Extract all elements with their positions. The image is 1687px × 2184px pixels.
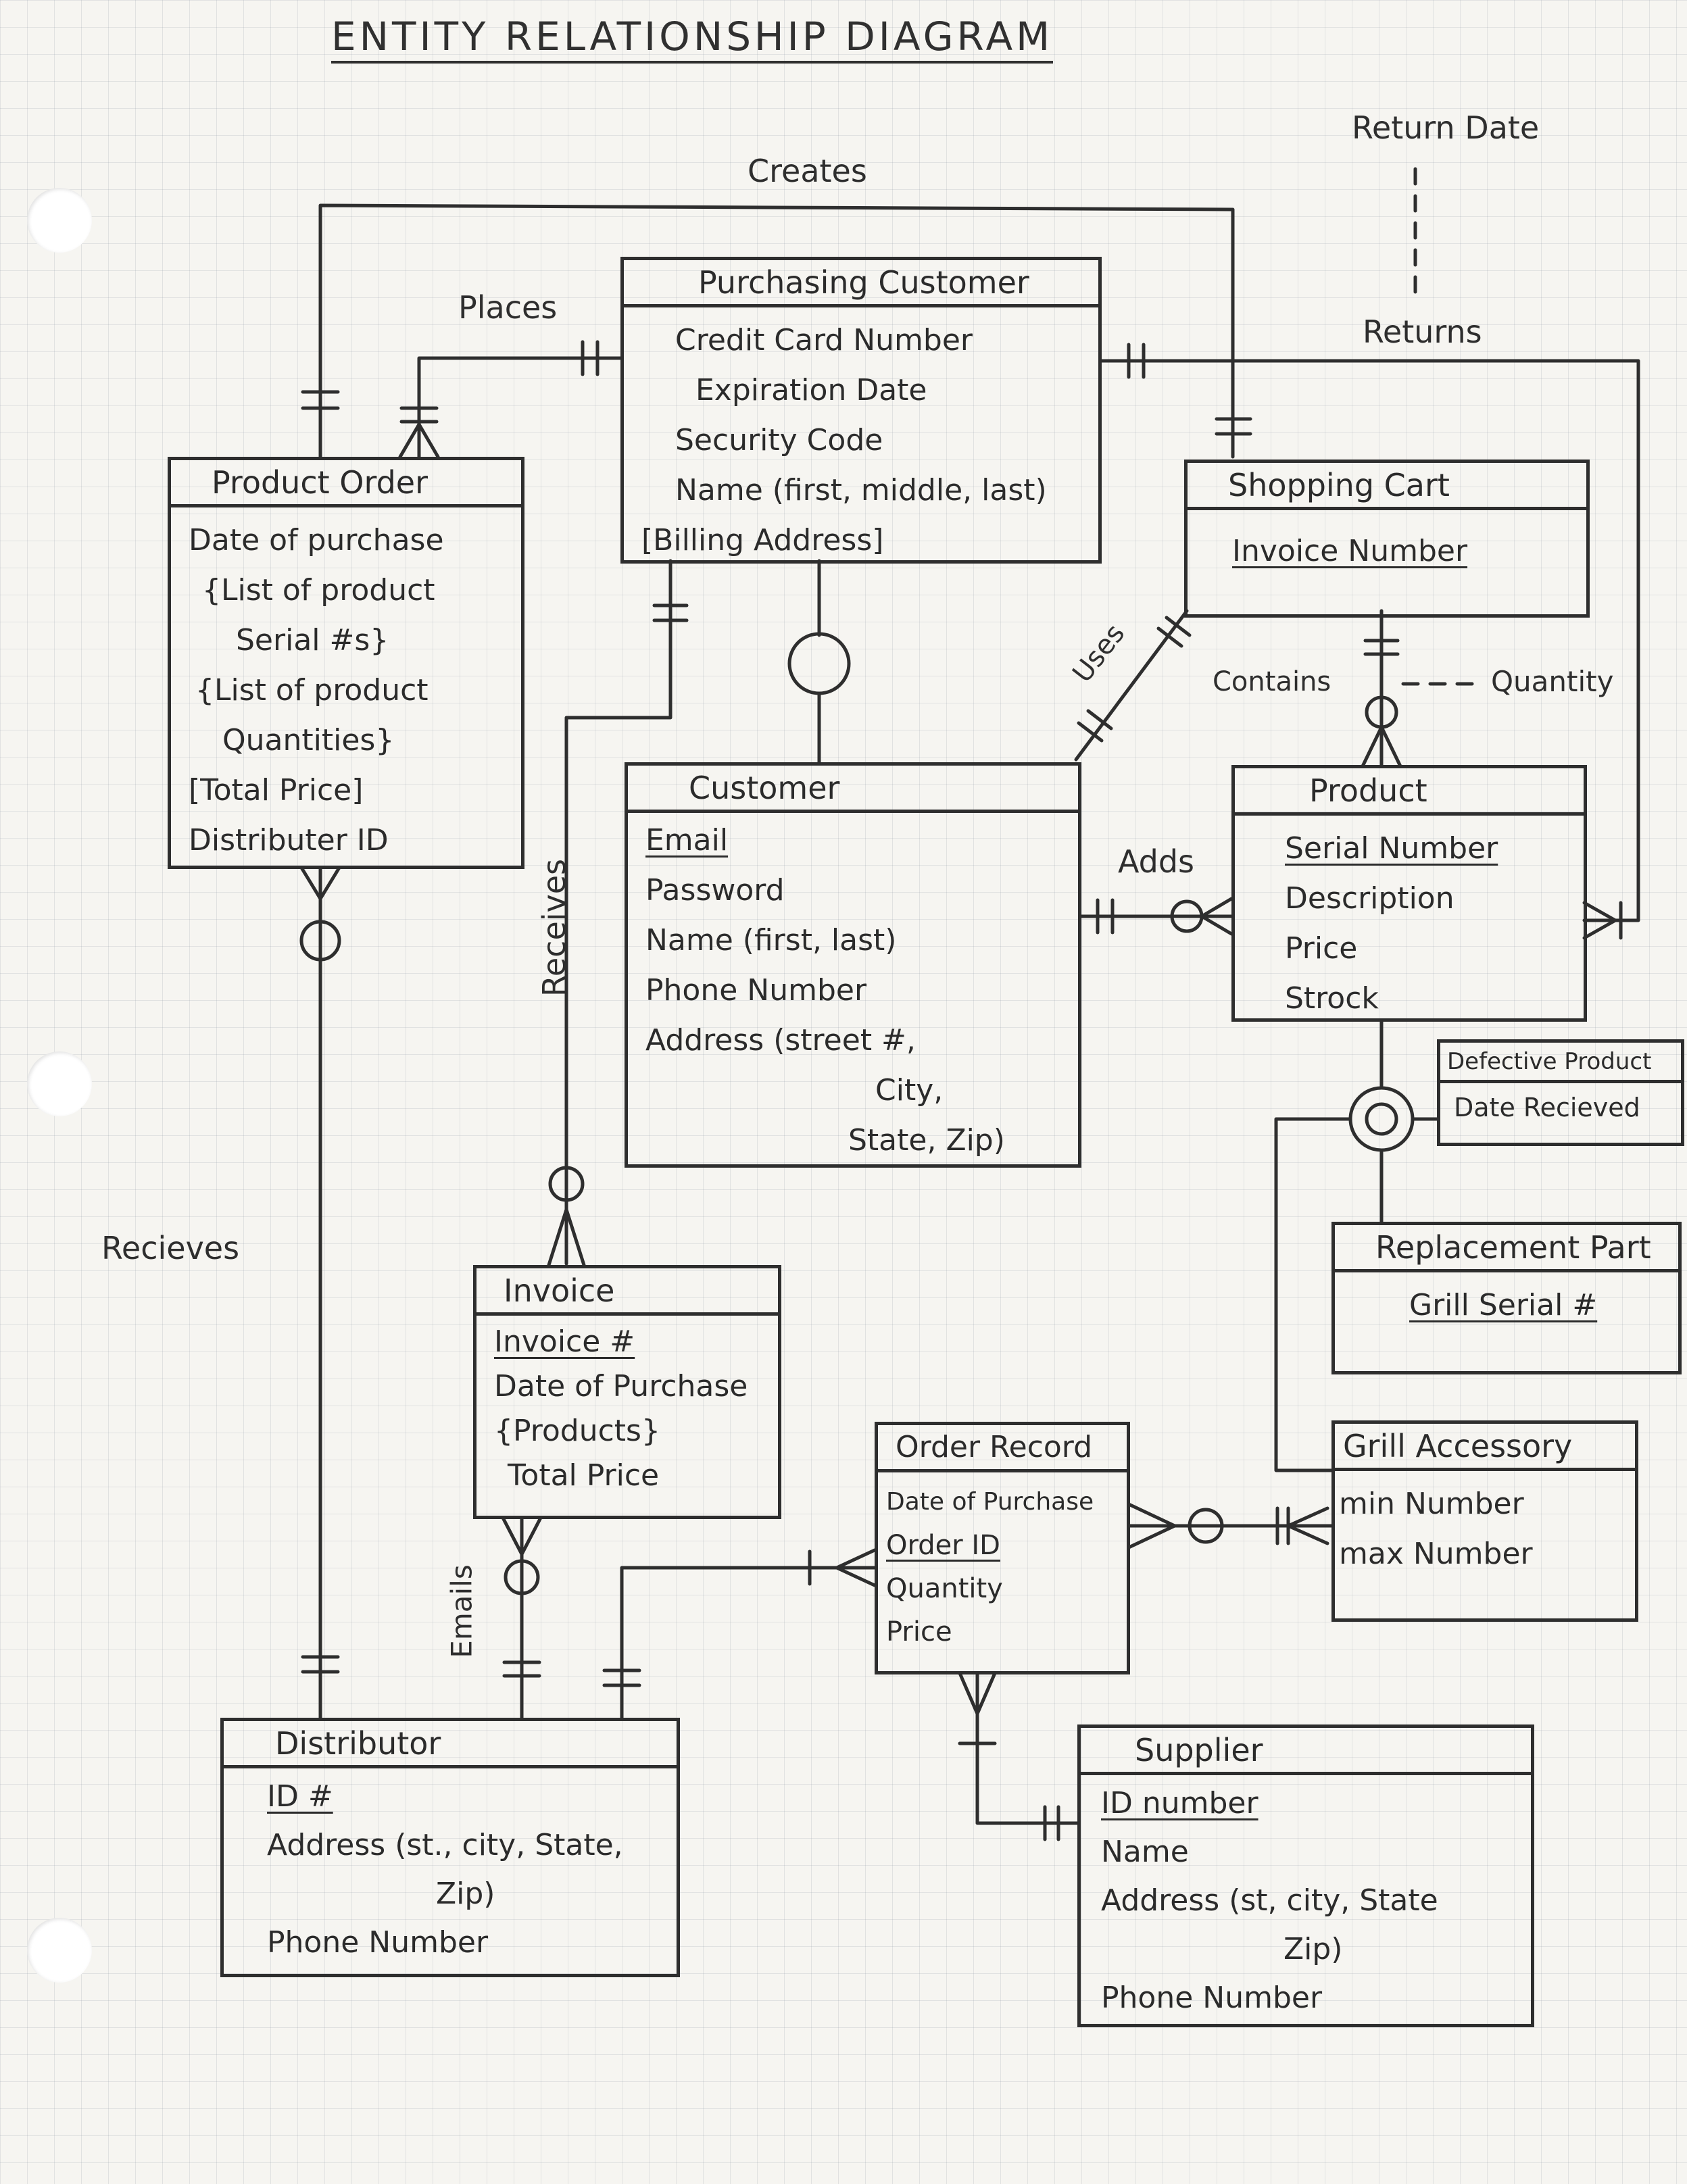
attribute-primary-key: Invoice Number xyxy=(1232,534,1468,568)
attribute: Security Code xyxy=(675,423,883,457)
attribute-primary-key: Serial Number xyxy=(1285,831,1498,866)
attribute: Serial #s} xyxy=(236,623,389,657)
attribute: min Number xyxy=(1339,1487,1524,1521)
binder-hole-top xyxy=(27,188,92,253)
entity-header: Distributor xyxy=(224,1721,677,1768)
attribute: Description xyxy=(1285,881,1454,916)
attribute-primary-key: ID # xyxy=(267,1779,333,1814)
attribute: Zip) xyxy=(436,1877,495,1911)
relationship-label-places: Places xyxy=(458,289,558,326)
entity-header: Replacement Part xyxy=(1335,1225,1678,1272)
attribute: State, Zip) xyxy=(848,1123,1005,1158)
relationship-label-emails: Emails xyxy=(445,1564,479,1658)
attribute-primary-key: Invoice # xyxy=(494,1324,635,1359)
entity-header: Customer xyxy=(628,766,1078,813)
binder-hole-bottom xyxy=(27,1918,92,1983)
attribute-primary-key: Order ID xyxy=(886,1530,1000,1561)
attribute: [Total Price] xyxy=(189,773,364,808)
attribute: Name (first, last) xyxy=(645,923,897,958)
attribute: Address (st., city, State, xyxy=(267,1828,623,1862)
attribute: Total Price xyxy=(508,1458,660,1493)
attribute: Date of Purchase xyxy=(494,1369,748,1404)
entity-header: Purchasing Customer xyxy=(624,260,1098,307)
attribute: Password xyxy=(645,873,785,908)
entity-defective-product: Defective Product Date Recieved xyxy=(1437,1039,1684,1146)
attribute: {List of product xyxy=(202,573,435,607)
attribute: Price xyxy=(1285,931,1358,966)
entity-order-record: Order Record Date of Purchase Order ID Q… xyxy=(875,1422,1130,1674)
entity-header: Defective Product xyxy=(1440,1043,1681,1083)
relationship-label-contains: Contains xyxy=(1213,666,1331,697)
entity-header: Grill Accessory xyxy=(1335,1424,1635,1471)
attribute: [Billing Address] xyxy=(641,523,884,557)
attribute: Zip) xyxy=(1283,1932,1343,1966)
attribute: Date of purchase xyxy=(189,523,444,557)
attribute-primary-key: Grill Serial # xyxy=(1409,1288,1598,1322)
attribute: Address (st, city, State xyxy=(1101,1883,1438,1918)
attribute: Phone Number xyxy=(645,973,867,1008)
entity-purchasing-customer: Purchasing Customer Credit Card Number E… xyxy=(620,257,1102,564)
entity-distributor: Distributor ID # Address (st., city, Sta… xyxy=(220,1718,680,1977)
attribute: Strock xyxy=(1285,981,1379,1016)
attribute-label-quantity: Quantity xyxy=(1491,665,1614,698)
entity-replacement-part: Replacement Part Grill Serial # xyxy=(1331,1222,1682,1374)
entity-grill-accessory: Grill Accessory min Number max Number xyxy=(1331,1420,1638,1622)
relationship-label-recieves: Recieves xyxy=(101,1230,240,1266)
attribute-label-return-date: Return Date xyxy=(1352,109,1540,146)
attribute: Address (street #, xyxy=(645,1023,916,1058)
attribute: {List of product xyxy=(195,673,429,708)
attribute: Credit Card Number xyxy=(675,323,973,357)
attribute: City, xyxy=(875,1073,944,1108)
entity-header: Product xyxy=(1235,768,1584,816)
attribute: Date of Purchase xyxy=(886,1488,1094,1516)
binder-hole-middle xyxy=(27,1051,92,1116)
entity-header: Supplier xyxy=(1081,1728,1531,1775)
entity-product: Product Serial Number Description Price … xyxy=(1231,765,1587,1022)
entity-product-order: Product Order Date of purchase {List of … xyxy=(168,457,524,869)
entity-header: Product Order xyxy=(171,460,521,507)
entity-customer: Customer Email Password Name (first, las… xyxy=(625,762,1081,1168)
attribute: Name (first, middle, last) xyxy=(675,473,1047,507)
attribute: Name xyxy=(1101,1835,1189,1869)
entity-shopping-cart: Shopping Cart Invoice Number xyxy=(1184,460,1590,618)
attribute: Phone Number xyxy=(267,1925,489,1960)
attribute: Distributer ID xyxy=(189,823,389,858)
attribute: Date Recieved xyxy=(1454,1093,1640,1122)
entity-invoice: Invoice Invoice # Date of Purchase {Prod… xyxy=(473,1265,781,1519)
attribute: {Products} xyxy=(494,1414,660,1448)
entity-header: Shopping Cart xyxy=(1188,463,1586,510)
attribute: Quantities} xyxy=(222,723,395,758)
entity-header: Order Record xyxy=(878,1425,1127,1472)
diagram-title: ENTITY RELATIONSHIP DIAGRAM xyxy=(331,14,1054,64)
relationship-label-receives: Receives xyxy=(536,858,573,997)
relationship-label-returns: Returns xyxy=(1363,314,1482,350)
attribute-primary-key: ID number xyxy=(1101,1786,1258,1820)
relationship-label-creates: Creates xyxy=(748,153,867,189)
entity-supplier: Supplier ID number Name Address (st, cit… xyxy=(1077,1724,1534,2027)
entity-header: Invoice xyxy=(476,1268,778,1316)
attribute-primary-key: Email xyxy=(645,823,729,858)
attribute: Price xyxy=(886,1616,952,1647)
attribute: max Number xyxy=(1339,1537,1533,1571)
attribute: Phone Number xyxy=(1101,1981,1323,2015)
attribute: Expiration Date xyxy=(695,373,927,407)
attribute: Quantity xyxy=(886,1573,1003,1604)
relationship-label-adds: Adds xyxy=(1118,843,1195,880)
